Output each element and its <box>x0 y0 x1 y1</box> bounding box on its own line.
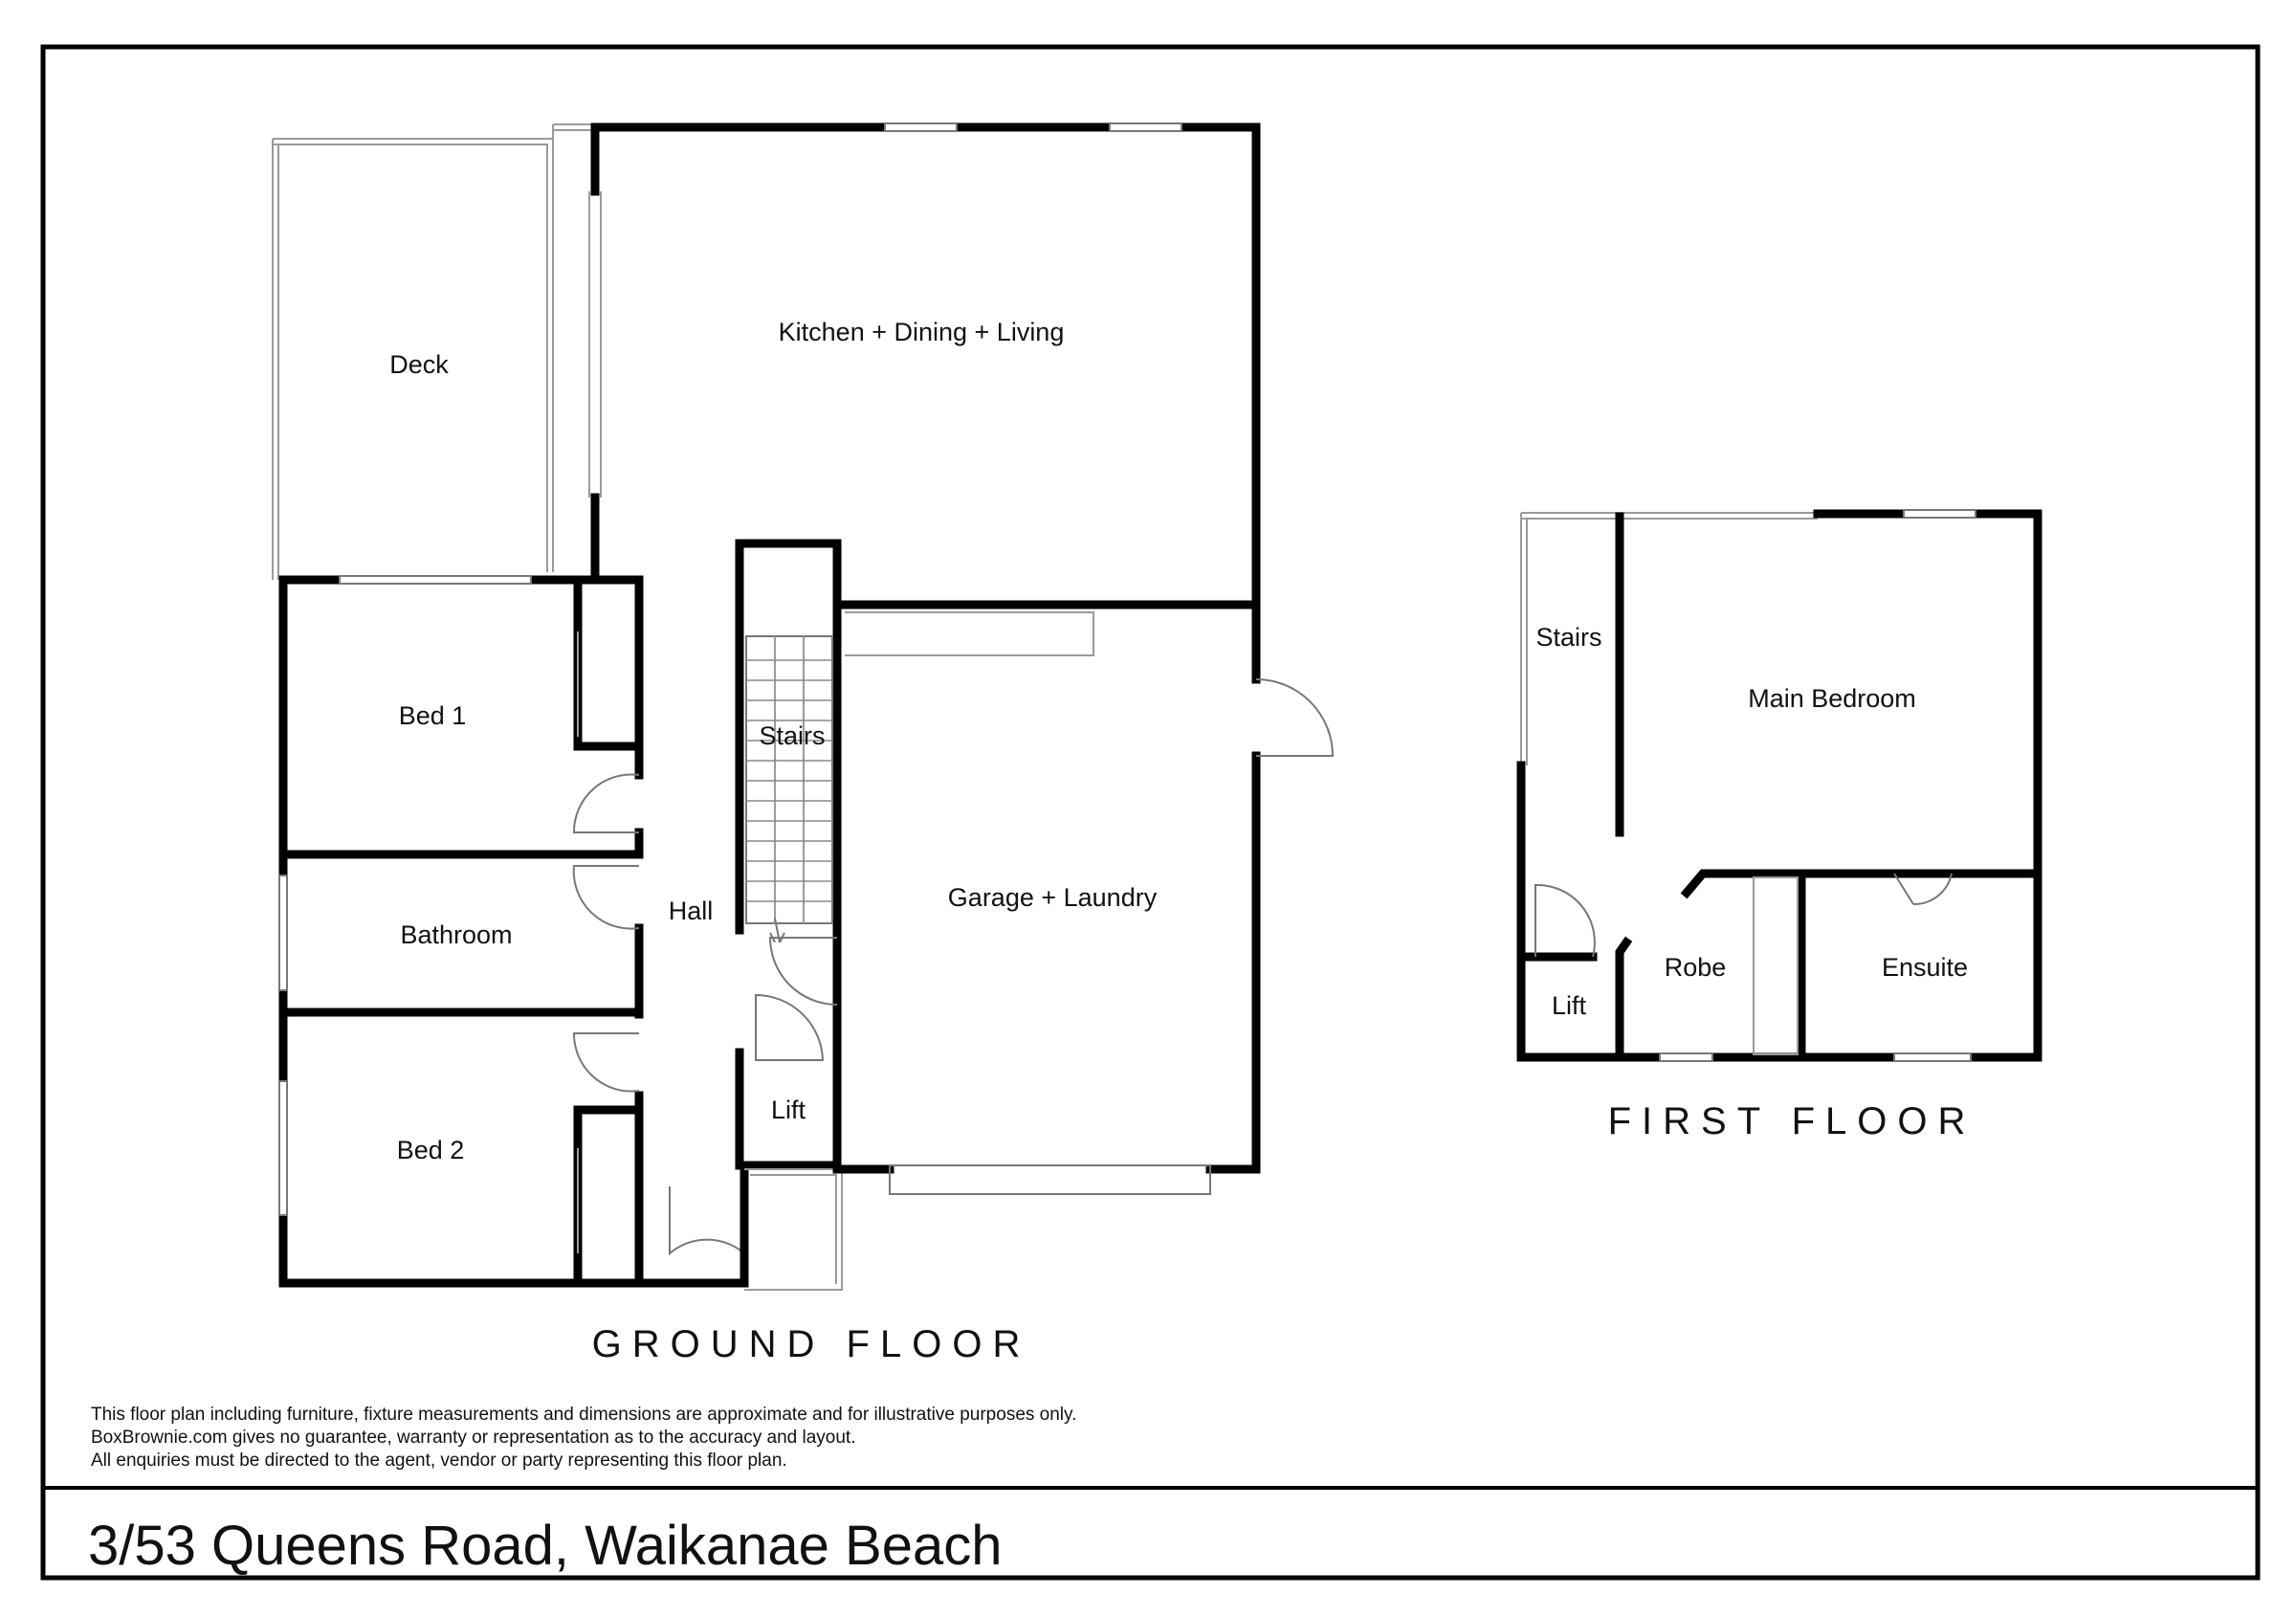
room-label-deck: Deck <box>389 350 449 379</box>
room-label-stairs-ground: Stairs <box>759 721 825 750</box>
kitchen-walls <box>588 122 1261 609</box>
ground-floor-label: GROUND FLOOR <box>592 1323 1031 1365</box>
room-label-bed-1: Bed 1 <box>399 701 467 730</box>
room-label-ensuite: Ensuite <box>1882 953 1968 982</box>
room-label-main-bedroom: Main Bedroom <box>1748 684 1916 713</box>
room-label-hall: Hall <box>669 897 714 925</box>
room-label-lift-ground: Lift <box>771 1096 806 1124</box>
property-address: 3/53 Queens Road, Waikanae Beach <box>88 1515 1002 1577</box>
room-label-robe: Robe <box>1665 953 1727 982</box>
room-label-kitchen: Kitchen + Dining + Living <box>779 318 1065 346</box>
room-label-lift-first: Lift <box>1552 991 1587 1020</box>
room-label-garage: Garage + Laundry <box>948 883 1158 912</box>
deck-outline <box>272 123 593 580</box>
first-floor-plan: Stairs Main Bedroom Lift Robe Ensuite FI… <box>1516 509 2042 1142</box>
lift-ground-walls <box>735 937 843 1291</box>
first-floor-label: FIRST FLOOR <box>1608 1100 1976 1142</box>
room-label-bed-2: Bed 2 <box>397 1136 465 1164</box>
bedroom-walls <box>278 575 749 1288</box>
ground-floor-plan: Deck Kitchen + Dining + Living Bed 1 Bat… <box>272 122 1335 1365</box>
disclaimer-line-3: All enquiries must be directed to the ag… <box>91 1451 787 1471</box>
room-label-stairs-first: Stairs <box>1535 623 1601 652</box>
garage-walls <box>832 600 1335 1195</box>
bedroom-doors <box>572 773 745 1256</box>
stairs-treads <box>746 659 832 902</box>
disclaimer-line-1: This floor plan including furniture, fix… <box>91 1405 1076 1425</box>
stairs-ground-walls <box>735 539 842 1174</box>
room-label-bathroom: Bathroom <box>400 920 512 949</box>
disclaimer-line-2: BoxBrownie.com gives no guarantee, warra… <box>91 1428 856 1448</box>
page-frame <box>40 44 2261 1581</box>
